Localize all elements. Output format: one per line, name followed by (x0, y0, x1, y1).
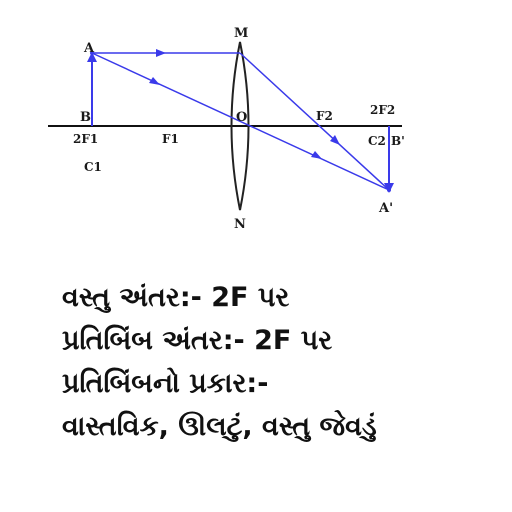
label-B: B (80, 110, 91, 125)
label-M: M (234, 26, 248, 41)
central-ray-arrow-1 (149, 77, 160, 85)
image-distance-line: પ્રતિબિંબ અંતર:- 2F પર (62, 325, 333, 356)
point-a-dot (90, 51, 94, 55)
label-O: O (236, 110, 247, 125)
label-2F1: 2F1 (73, 132, 98, 146)
label-C2: C2 (368, 134, 386, 148)
central-ray (91, 52, 390, 191)
label-F2: F2 (316, 109, 333, 123)
label-C1: C1 (84, 160, 102, 174)
label-A-prime: A' (378, 201, 393, 216)
explanation-text: વસ્તુ અંતર:- 2F પર પ્રતિબિંબ અંતર:- 2F પ… (62, 276, 502, 448)
label-F1: F1 (162, 132, 179, 146)
refracted-ray (239, 52, 390, 191)
label-B-prime: B' (391, 134, 405, 148)
image-type-value: વાસ્તવિક, ઊલટું, વસ્તુ જેવડું (62, 411, 377, 442)
object-arrowhead (87, 52, 97, 62)
image-type-heading: પ્રતિબિંબનો પ્રકાર:- (62, 368, 269, 399)
convex-lens (230, 41, 250, 211)
label-N: N (234, 217, 246, 232)
ray-diagram: A M B O F2 2F2 2F1 F1 C1 C2 B' A' N (48, 26, 405, 232)
object-distance-line: વસ્તુ અંતર:- 2F પર (62, 282, 290, 313)
central-ray-arrow-2 (311, 151, 322, 159)
refracted-ray-arrow (330, 135, 340, 145)
label-2F2: 2F2 (370, 103, 395, 117)
label-A: A (83, 41, 95, 56)
point-a-prime-dot (387, 188, 391, 192)
parallel-ray-arrow (156, 49, 166, 57)
